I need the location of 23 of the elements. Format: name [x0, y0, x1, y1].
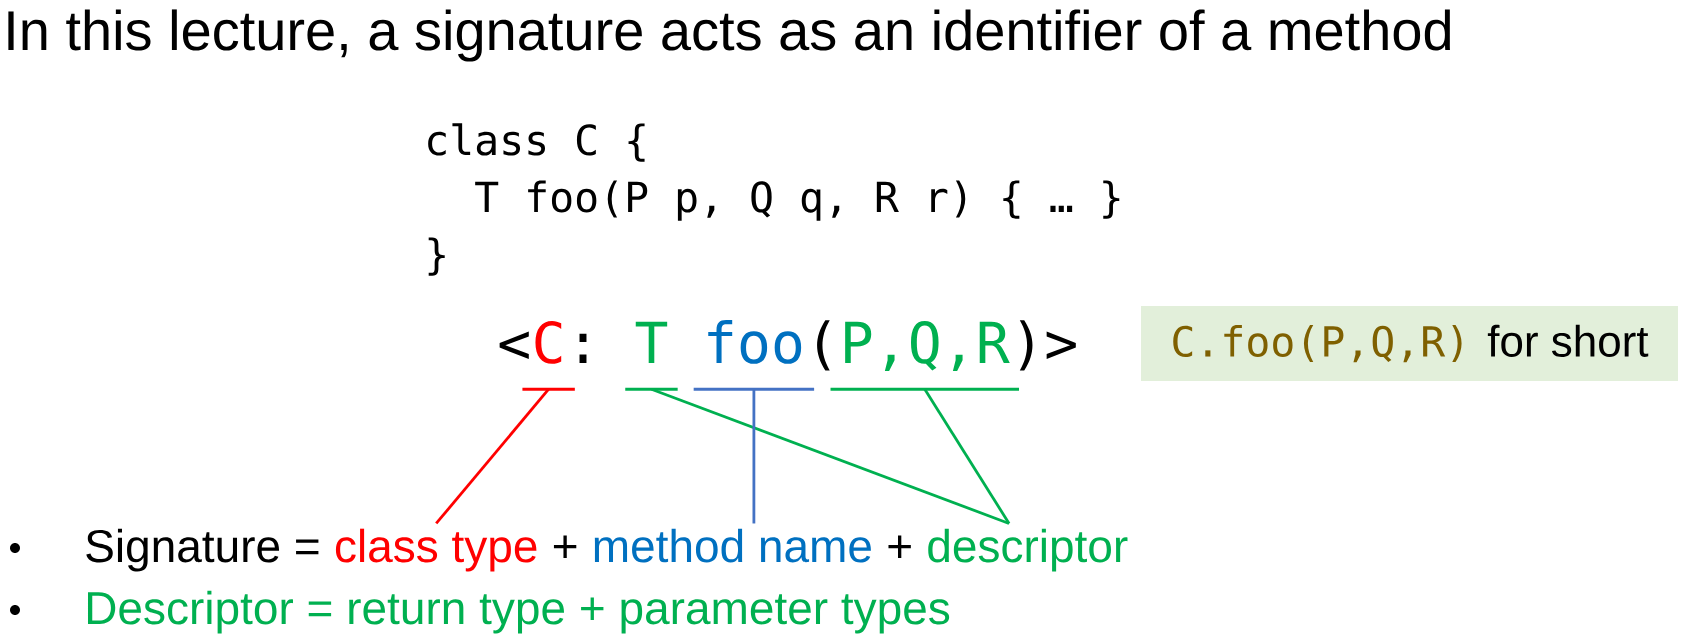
underlined-code: T — [625, 321, 678, 391]
leader-line — [650, 387, 1010, 525]
underlined-code: foo — [693, 320, 815, 391]
leader-line — [923, 388, 1011, 525]
code-line: T foo(P p, Q q, R r) { … } — [475, 180, 1120, 221]
underlined-code: P,Q,R — [830, 321, 1019, 391]
note-box: C.foo(P,Q,R) for short — [1141, 306, 1678, 381]
code-text: < — [499, 331, 529, 360]
leader-line — [752, 389, 756, 524]
code-text: )> — [1019, 320, 1076, 371]
code-text: : — [579, 333, 587, 363]
code-line: class C { — [428, 123, 645, 162]
title: In this lecture, a signature acts as an identifier of a method — [8, 9, 1450, 62]
plus-sign: + — [888, 535, 911, 558]
plus-sign: + — [553, 535, 577, 558]
term-text: class type — [335, 528, 537, 572]
term-text: descriptor — [928, 528, 1128, 572]
term-text: method name — [594, 528, 871, 563]
code-line: } — [428, 237, 445, 276]
bullet-text: Descriptor = return type + parameter types — [88, 590, 950, 634]
code-text: ( — [817, 320, 830, 371]
leader-line — [435, 388, 550, 525]
bullet-text: Signature = — [86, 528, 319, 572]
